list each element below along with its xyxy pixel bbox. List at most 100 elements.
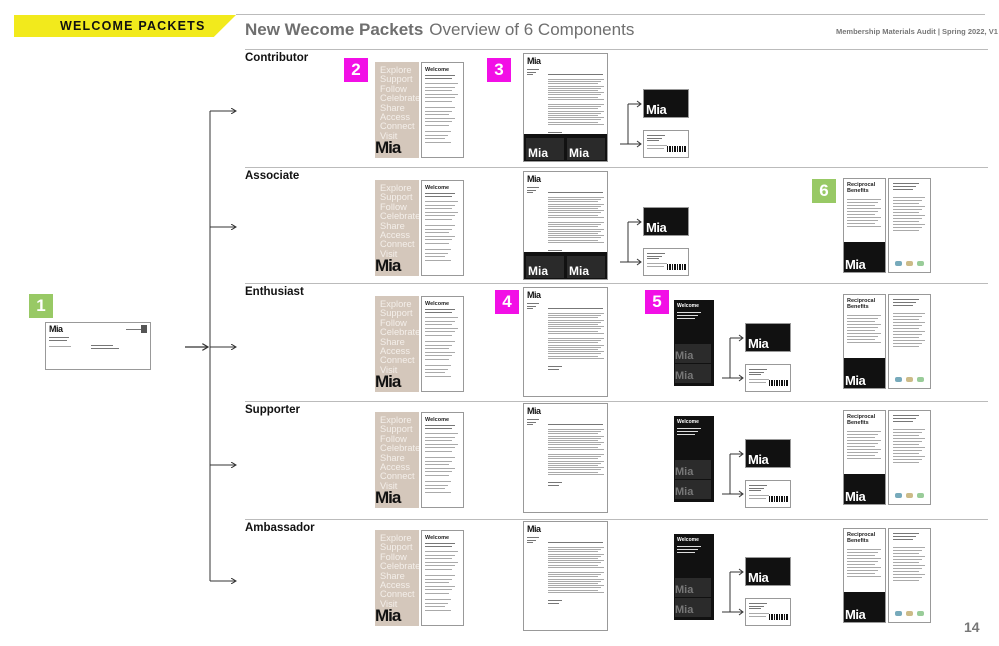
text-line	[548, 585, 604, 587]
text-line	[527, 69, 539, 70]
text-line	[425, 440, 452, 441]
welcome-word: Celebrate	[380, 211, 419, 222]
welcome-word: Access	[380, 346, 410, 357]
text-line	[425, 259, 451, 261]
text-line	[749, 374, 761, 375]
text-line	[425, 141, 451, 143]
text-line	[425, 558, 452, 559]
text-line	[425, 467, 455, 469]
text-line	[548, 458, 598, 460]
text-line	[548, 237, 601, 239]
text-line	[847, 573, 875, 574]
text-line	[893, 456, 925, 457]
text-line	[548, 471, 598, 473]
component-badge-6: 6	[812, 179, 836, 203]
text-line	[548, 551, 598, 553]
text-line	[893, 189, 913, 190]
text-line	[548, 564, 598, 566]
text-line	[548, 326, 604, 328]
text-line	[548, 435, 604, 437]
text-line	[893, 302, 916, 303]
text-line	[425, 114, 449, 115]
text-line	[893, 459, 922, 460]
text-line	[548, 433, 598, 435]
welcome-card-heading: Welcome	[425, 535, 450, 541]
text-line	[548, 330, 598, 332]
text-line	[548, 353, 601, 355]
card-connector	[722, 568, 744, 616]
text-line	[847, 339, 875, 340]
welcome-word: Support	[380, 424, 413, 435]
row-rule	[245, 49, 988, 50]
text-line	[548, 424, 603, 425]
text-line	[548, 340, 601, 342]
partner-logo-icon	[895, 377, 902, 382]
text-line	[847, 446, 875, 447]
benefits-card-band	[844, 358, 885, 388]
mia-logo: Mia	[567, 138, 605, 160]
text-line	[527, 71, 536, 73]
mia-logo: Mia	[675, 480, 711, 499]
text-line	[425, 355, 452, 356]
text-line	[425, 606, 445, 607]
text-line	[893, 418, 916, 419]
barcode	[769, 380, 788, 386]
text-line	[425, 561, 458, 563]
text-line	[548, 241, 604, 243]
text-line	[425, 565, 455, 566]
text-line	[425, 138, 445, 139]
text-line	[847, 570, 878, 571]
text-line	[548, 228, 604, 230]
text-line	[749, 371, 764, 373]
welcome-word: Visit	[380, 480, 398, 491]
text-line	[548, 547, 604, 548]
text-line	[893, 568, 922, 569]
partner-logo-icon	[917, 261, 924, 266]
text-line	[425, 341, 455, 342]
text-line	[425, 457, 455, 458]
welcome-insert-heading: Welcome	[677, 419, 699, 425]
text-line	[425, 365, 451, 366]
text-line	[548, 132, 562, 133]
text-line	[847, 214, 875, 215]
benefits-card-heading: Reciprocal Benefits	[847, 532, 876, 544]
mia-logo: Mia	[527, 290, 541, 300]
text-line	[847, 327, 878, 328]
text-line	[847, 567, 881, 568]
text-line	[548, 600, 562, 601]
text-line	[749, 485, 767, 486]
mia-logo: Mia	[49, 324, 63, 334]
text-line	[847, 205, 875, 206]
row-rule	[245, 283, 988, 284]
row-label-supporter: Supporter	[245, 404, 300, 416]
text-line	[548, 465, 598, 466]
text-line	[647, 258, 659, 259]
text-line	[749, 605, 764, 607]
mia-logo: Mia	[375, 372, 401, 391]
membership-card-back	[643, 248, 689, 276]
text-line	[893, 328, 919, 329]
text-line	[893, 230, 919, 231]
welcome-word: Follow	[380, 551, 407, 562]
text-line	[425, 75, 455, 76]
text-line	[548, 235, 604, 237]
row-label-associate: Associate	[245, 170, 300, 182]
text-line	[548, 106, 601, 108]
text-line	[425, 196, 452, 197]
barcode	[769, 496, 788, 502]
text-line	[527, 421, 536, 423]
text-line	[548, 456, 601, 458]
text-line	[548, 553, 604, 555]
welcome-word: Connect	[380, 239, 415, 250]
benefits-card-heading: Reciprocal Benefits	[847, 298, 876, 310]
text-line	[677, 312, 701, 313]
text-line	[548, 558, 598, 559]
welcome-word: Follow	[380, 317, 407, 328]
text-line	[425, 324, 452, 325]
welcome-word: Explore	[380, 533, 412, 543]
welcome-card-back: Welcome	[421, 530, 464, 626]
welcome-word: Connect	[380, 121, 415, 132]
